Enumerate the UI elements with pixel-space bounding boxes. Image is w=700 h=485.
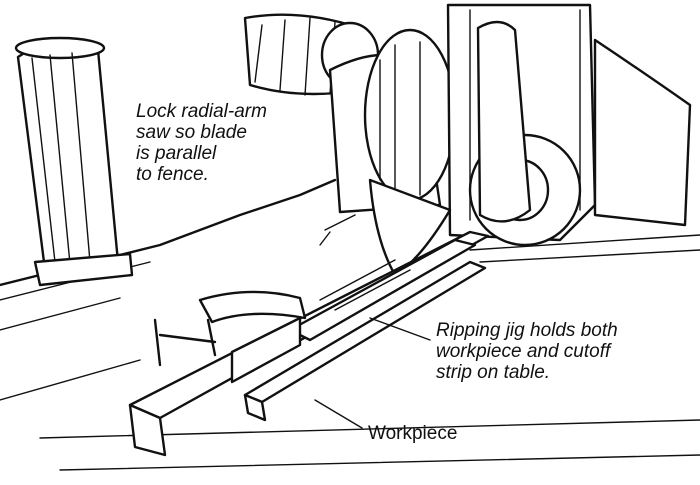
workpiece-label: Workpiece (368, 423, 458, 444)
workpiece-illustration (243, 260, 487, 422)
jig-illustration (128, 230, 490, 457)
lock-instruction-label: Lock radial-arm saw so blade is parallel… (136, 101, 267, 185)
leader-lines (314, 317, 431, 429)
post-illustration (14, 36, 134, 287)
jig-description-label: Ripping jig holds both workpiece and cut… (436, 320, 618, 383)
saw-motor-illustration (243, 3, 692, 277)
clamp-illustration (153, 290, 307, 367)
